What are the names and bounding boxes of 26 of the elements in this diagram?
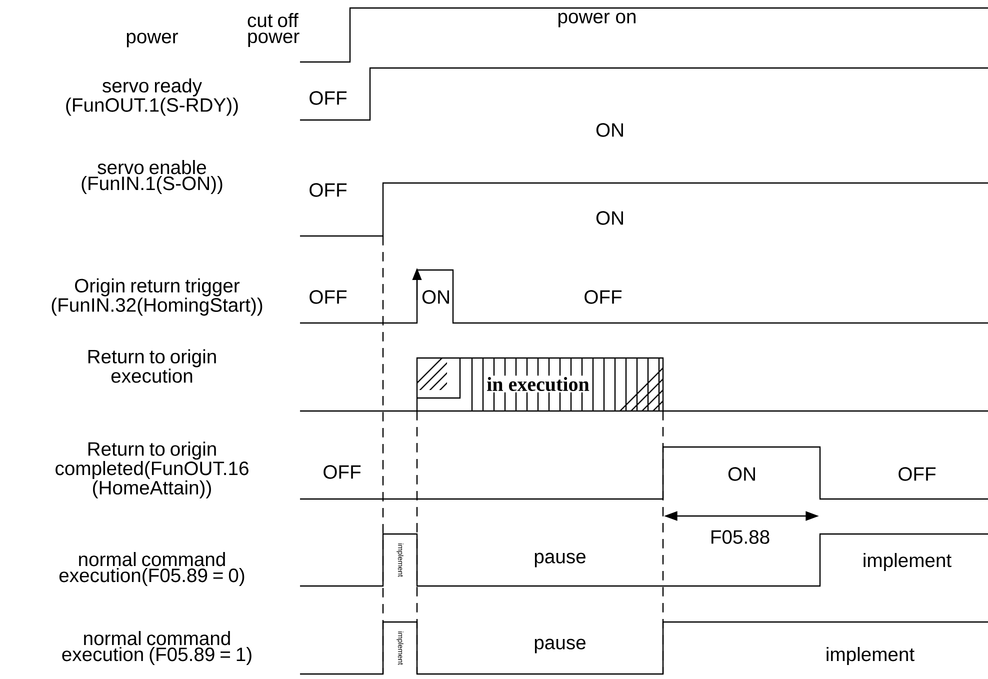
state-label: pause xyxy=(534,552,586,568)
signal-name: normal command execution (F05.89 = 1) xyxy=(62,631,252,666)
state-label: ON xyxy=(596,123,623,137)
state-label: implement xyxy=(864,553,952,572)
state-label: ON xyxy=(422,290,449,304)
state-label: ON xyxy=(596,211,623,225)
state-label: pause xyxy=(534,638,586,654)
signal-name: Return to origin execution xyxy=(88,349,216,383)
state-label: cut off power xyxy=(248,13,300,47)
signal-name: power xyxy=(126,32,178,48)
signal-name: servo ready (FunOUT.1(S-RDY)) xyxy=(66,78,238,116)
state-label: OFF xyxy=(898,467,936,481)
state-label: OFF xyxy=(310,183,347,197)
signal-name: normal command execution(F05.89 = 0) xyxy=(59,552,244,586)
state-label: OFF xyxy=(324,465,361,479)
state-label: implement xyxy=(826,647,914,666)
signal-name: Return to origin completed(FunOUT.16 (HomeAttain)) xyxy=(56,442,248,498)
state-label: power on xyxy=(558,12,636,28)
state-label: ON xyxy=(728,467,755,481)
state-label: OFF xyxy=(584,290,622,304)
signal-name: Origin return trigger (FunIN.32(HomingStart)) xyxy=(52,278,262,316)
state-label: OFF xyxy=(310,91,347,105)
state-label: OFF xyxy=(310,290,347,304)
dimension-label: F05.88 xyxy=(708,528,772,546)
execution-label: in execution xyxy=(485,376,591,392)
signal-name: servo enable (FunIN.1(S-ON)) xyxy=(82,160,222,194)
